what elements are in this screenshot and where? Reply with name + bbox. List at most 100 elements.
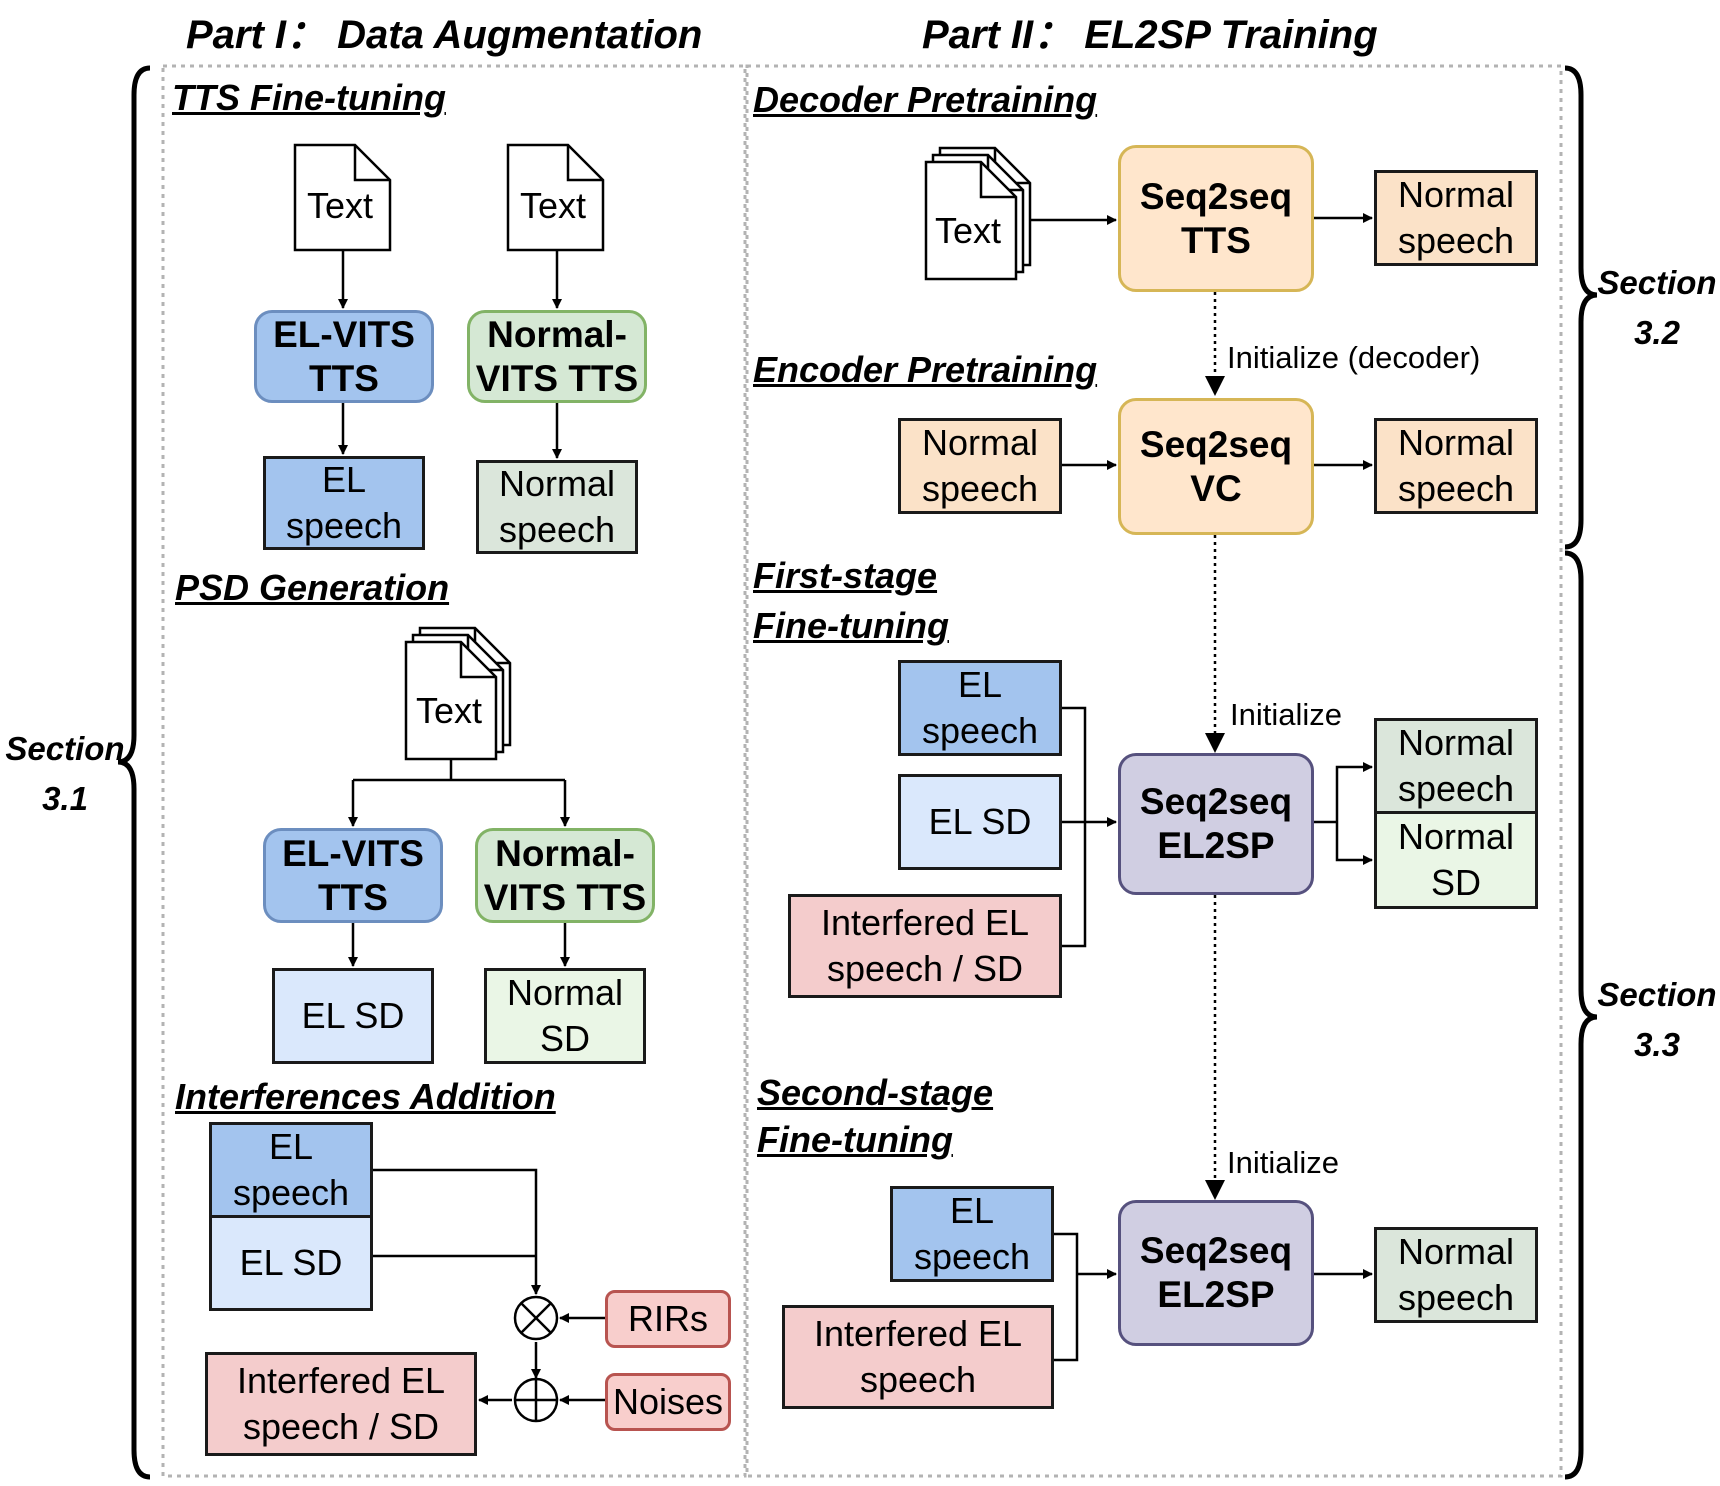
- normal-speech-data: Normal speech: [1374, 418, 1538, 514]
- el-speech-data: EL speech: [209, 1122, 373, 1218]
- data-label-line1: Interfered EL: [813, 1313, 1023, 1354]
- data-label-line2: speech / SD: [242, 1406, 440, 1447]
- interferences-addition-title: Interferences Addition: [175, 1076, 556, 1117]
- model-label-line1: Seq2seq: [1139, 175, 1293, 217]
- second-stage-title-line1: Second-stage: [757, 1072, 994, 1113]
- el-sd-data: EL SD: [898, 774, 1062, 870]
- normal-sd-data: Normal SD: [484, 968, 646, 1064]
- seq2seq-el2sp-model: Seq2seq EL2SP: [1118, 1200, 1314, 1346]
- data-label-line1: RIRs: [628, 1298, 708, 1339]
- tts-finetuning-title: TTS Fine-tuning: [172, 77, 446, 118]
- initialize-label: Initialize: [1227, 1145, 1339, 1180]
- data-label-line2: speech / SD: [826, 948, 1024, 989]
- data-label-line1: Normal: [1397, 816, 1514, 857]
- part1-connectors: [338, 250, 605, 1405]
- model-label-line2: VC: [1190, 467, 1242, 509]
- seq2seq-el2sp-model: Seq2seq EL2SP: [1118, 753, 1314, 895]
- data-label-line2: SD: [539, 1018, 590, 1059]
- data-label-line2: speech: [1397, 1277, 1515, 1318]
- interfered-el-speech-sd-data: Interfered EL speech / SD: [788, 894, 1062, 998]
- text-doc-icon: [293, 143, 392, 252]
- psd-generation-title: PSD Generation: [175, 567, 450, 608]
- rirs-input: RIRs: [605, 1290, 731, 1348]
- data-label-line2: speech: [1397, 220, 1515, 261]
- normal-speech-data: Normal speech: [1374, 1227, 1538, 1323]
- el-vits-tts-model: EL-VITS TTS: [254, 310, 434, 403]
- normal-vits-tts-model: Normal- VITS TTS: [475, 828, 655, 923]
- data-label-line1: Interfered EL: [236, 1360, 446, 1401]
- data-label-line1: Normal: [921, 422, 1038, 463]
- initialize-label: Initialize: [1230, 697, 1342, 732]
- add-operator-icon: [513, 1377, 559, 1423]
- data-label-line1: Normal: [1397, 422, 1514, 463]
- data-label-line1: EL SD: [301, 995, 405, 1036]
- el-vits-tts-model: EL-VITS TTS: [263, 828, 443, 923]
- section-3-1-line1: Section: [5, 730, 125, 767]
- model-label-line1: Normal-: [495, 832, 635, 874]
- el-speech-data: EL speech: [898, 660, 1062, 756]
- section-3-1-label: Section 3.1: [0, 724, 130, 824]
- normal-vits-tts-model: Normal- VITS TTS: [467, 310, 647, 403]
- data-label-line2: speech: [921, 468, 1039, 509]
- data-label-line1: Normal: [1397, 1231, 1514, 1272]
- part2-title: Part II： EL2SP Training: [922, 13, 1378, 57]
- data-label-line2: speech: [859, 1359, 977, 1400]
- text-docs-stack-icon: [404, 626, 512, 761]
- data-label-line1: EL: [268, 1126, 314, 1167]
- model-label-line1: Normal-: [487, 313, 627, 355]
- el-speech-data: EL speech: [890, 1186, 1054, 1282]
- data-label-line1: Normal: [1397, 174, 1514, 215]
- data-label-line2: speech: [285, 505, 403, 546]
- section-3-1-line2: 3.1: [42, 780, 88, 817]
- part2-connectors: [1030, 213, 1373, 1362]
- part2-panel: [745, 64, 1563, 1478]
- normal-speech-data: Normal speech: [476, 460, 638, 554]
- section-3-3-line2: 3.3: [1634, 1026, 1680, 1063]
- model-label-line2: VITS TTS: [475, 357, 639, 399]
- el-sd-data: EL SD: [209, 1215, 373, 1311]
- data-label-line2: speech: [232, 1172, 350, 1213]
- multiply-operator-icon: [513, 1295, 559, 1341]
- normal-speech-data: Normal speech: [898, 418, 1062, 514]
- model-label-line1: Seq2seq: [1139, 1230, 1293, 1271]
- initialize-decoder-label: Initialize (decoder): [1227, 340, 1481, 375]
- text-doc-label: Text: [307, 185, 374, 226]
- model-label-line1: Seq2seq: [1139, 781, 1293, 822]
- initialize-arrowheads: [1205, 376, 1225, 1200]
- data-label-line1: EL SD: [239, 1242, 343, 1283]
- normal-sd-data: Normal SD: [1374, 811, 1538, 909]
- brace-s33: [1564, 550, 1598, 1480]
- section-3-2-label: Section 3.2: [1592, 258, 1720, 358]
- data-label-line2: speech: [913, 1236, 1031, 1277]
- text-doc-label: Text: [935, 210, 1002, 251]
- data-label-line2: speech: [498, 509, 616, 550]
- data-label-line1: Interfered EL: [820, 902, 1030, 943]
- section-3-2-line2: 3.2: [1634, 314, 1680, 351]
- normal-speech-data: Normal speech: [1374, 170, 1538, 266]
- model-label-line2: VITS TTS: [483, 876, 647, 918]
- model-label-line1: EL-VITS: [282, 832, 424, 874]
- data-label-line1: Normal: [506, 972, 623, 1013]
- first-stage-title-line1: First-stage: [753, 555, 938, 596]
- model-label-line2: TTS: [318, 876, 388, 918]
- noises-input: Noises: [605, 1373, 731, 1431]
- brace-s32: [1564, 65, 1598, 550]
- interfered-el-speech-sd-data: Interfered EL speech / SD: [205, 1352, 477, 1456]
- second-stage-title-line2: Fine-tuning: [757, 1119, 953, 1160]
- section-3-3-label: Section 3.3: [1592, 970, 1720, 1070]
- data-label-line2: speech: [1397, 468, 1515, 509]
- model-label-line2: EL2SP: [1157, 1274, 1275, 1315]
- part1-title: Part I： Data Augmentation: [186, 13, 703, 57]
- data-label-line2: SD: [1430, 862, 1481, 903]
- data-label-line1: EL: [957, 664, 1003, 705]
- el-sd-data: EL SD: [272, 968, 434, 1064]
- seq2seq-tts-model: Seq2seq TTS: [1118, 145, 1314, 292]
- data-label-line1: EL: [949, 1190, 995, 1231]
- section-3-2-line1: Section: [1597, 264, 1717, 301]
- interfered-el-speech-data: Interfered EL speech: [782, 1305, 1054, 1409]
- text-docs-stack-icon: [924, 146, 1032, 281]
- el-speech-data: EL speech: [263, 456, 425, 550]
- part1-panel: [161, 64, 747, 1478]
- data-label-line1: Normal: [498, 463, 615, 504]
- data-label-line1: Noises: [612, 1381, 724, 1422]
